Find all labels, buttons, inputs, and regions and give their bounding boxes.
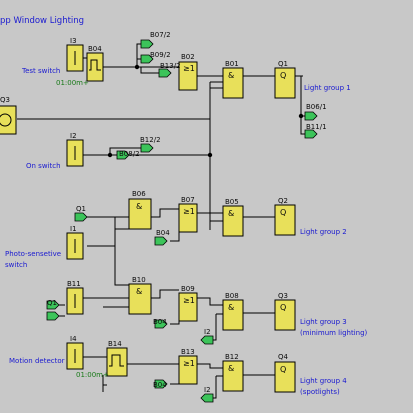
input-block-i2[interactable] bbox=[66, 139, 84, 167]
and-gate-b06[interactable] bbox=[128, 198, 152, 230]
input-block-b11[interactable] bbox=[66, 287, 84, 315]
timer-block-b14[interactable] bbox=[106, 347, 128, 377]
label-light-group-3: Light group 3 bbox=[300, 318, 347, 326]
ref-i2-b: I2 bbox=[204, 328, 211, 336]
or-gate-b09[interactable] bbox=[178, 292, 198, 322]
ref-b06-1: B06/1 bbox=[306, 103, 327, 111]
timer-label-2: 01:00m+ bbox=[76, 371, 109, 379]
wires bbox=[17, 43, 305, 399]
or-gate-b02[interactable] bbox=[178, 61, 198, 91]
output-block-q1[interactable] bbox=[274, 67, 296, 99]
label-photo-line2: switch bbox=[5, 261, 28, 269]
symbol-and-b12: & bbox=[228, 364, 235, 373]
block-name-i3: I3 bbox=[70, 37, 77, 45]
symbol-q-q2: Q bbox=[280, 208, 287, 217]
ref-b12-2: B12/2 bbox=[140, 136, 161, 144]
block-name-i2: I2 bbox=[70, 132, 77, 140]
symbol-or-b02: ≥1 bbox=[183, 64, 195, 73]
block-name-b06: B06 bbox=[132, 190, 146, 198]
label-on-switch: On switch bbox=[26, 162, 61, 170]
ref-q1-in: Q1 bbox=[76, 205, 86, 213]
block-name-b02: B02 bbox=[181, 53, 195, 61]
ref-b04-c: B04 bbox=[153, 318, 167, 326]
ref-b11-1: B11/1 bbox=[306, 123, 327, 131]
symbol-q-q4: Q bbox=[280, 365, 287, 374]
and-gate-b12[interactable] bbox=[222, 360, 244, 392]
block-name-b14: B14 bbox=[108, 340, 122, 348]
diagram-title: pp Window Lighting bbox=[0, 16, 85, 26]
block-name-q3: Q3 bbox=[278, 292, 288, 300]
or-gate-b13[interactable] bbox=[178, 355, 198, 385]
block-name-b05: B05 bbox=[225, 198, 239, 206]
and-gate-b10[interactable] bbox=[128, 283, 152, 315]
block-name-i1: I1 bbox=[70, 225, 77, 233]
symbol-or-b13: ≥1 bbox=[183, 359, 195, 368]
symbol-and-b08: & bbox=[228, 303, 235, 312]
symbol-q-q3: Q bbox=[280, 303, 287, 312]
block-name-b09: B09 bbox=[181, 285, 195, 293]
ref-b09-2: B09/2 bbox=[150, 51, 171, 59]
input-block-i3[interactable] bbox=[66, 44, 84, 72]
junction-dots bbox=[107, 64, 304, 158]
and-gate-b01[interactable] bbox=[222, 67, 244, 99]
symbol-or-b07: ≥1 bbox=[183, 207, 195, 216]
block-name-b11: B11 bbox=[67, 280, 81, 288]
ref-b08-2: B08/2 bbox=[119, 150, 140, 158]
symbol-and-b05: & bbox=[228, 209, 235, 218]
input-block-i4[interactable] bbox=[66, 342, 84, 370]
label-light-group-1: Light group 1 bbox=[304, 84, 351, 92]
timer-label-1: 01:00m+ bbox=[56, 79, 89, 87]
output-block-q3-left[interactable] bbox=[0, 105, 17, 135]
block-name-b04: B04 bbox=[88, 45, 102, 53]
symbol-and-b10: & bbox=[136, 287, 143, 296]
connector-flags bbox=[46, 39, 318, 403]
output-block-q3[interactable] bbox=[274, 299, 296, 331]
symbol-and-b01: & bbox=[228, 71, 235, 80]
block-name-q3-left: Q3 bbox=[0, 96, 10, 104]
label-light-group-4-sub: (spotlights) bbox=[300, 388, 340, 396]
and-gate-b08[interactable] bbox=[222, 299, 244, 331]
timer-block-b04[interactable] bbox=[86, 52, 104, 82]
block-name-b13: B13 bbox=[181, 348, 195, 356]
label-light-group-2: Light group 2 bbox=[300, 228, 347, 236]
label-motion-detector: Motion detector bbox=[9, 357, 65, 365]
or-gate-b07[interactable] bbox=[178, 203, 198, 233]
ref-b07-2: B07/2 bbox=[150, 31, 171, 39]
and-gate-b05[interactable] bbox=[222, 205, 244, 237]
ref-q1-c: Q1 bbox=[47, 299, 57, 307]
symbol-or-b09: ≥1 bbox=[183, 296, 195, 305]
ref-b04-b: B04 bbox=[156, 229, 170, 237]
ref-b13-2: B13/2 bbox=[160, 62, 181, 70]
block-name-q4: Q4 bbox=[278, 353, 288, 361]
block-name-i4: I4 bbox=[70, 335, 77, 343]
block-name-b01: B01 bbox=[225, 60, 239, 68]
output-block-q2[interactable] bbox=[274, 204, 296, 236]
block-name-b10: B10 bbox=[132, 276, 146, 284]
block-name-q1: Q1 bbox=[278, 60, 288, 68]
block-name-b12: B12 bbox=[225, 353, 239, 361]
block-name-b07: B07 bbox=[181, 196, 195, 204]
label-photo-line1: Photo-sensetive bbox=[5, 250, 62, 258]
label-light-group-3-sub: (minimum lighting) bbox=[300, 329, 368, 337]
symbol-q-q1: Q bbox=[280, 71, 287, 80]
label-test-switch: Test switch bbox=[22, 67, 61, 75]
symbol-and-b06: & bbox=[136, 202, 143, 211]
input-block-i1[interactable] bbox=[66, 232, 84, 260]
ref-i2-c: I2 bbox=[204, 386, 211, 394]
ref-b04-d: B04 bbox=[153, 381, 167, 389]
block-name-q2: Q2 bbox=[278, 197, 288, 205]
output-block-q4[interactable] bbox=[274, 361, 296, 393]
block-name-b08: B08 bbox=[225, 292, 239, 300]
label-light-group-4: Light group 4 bbox=[300, 377, 347, 385]
